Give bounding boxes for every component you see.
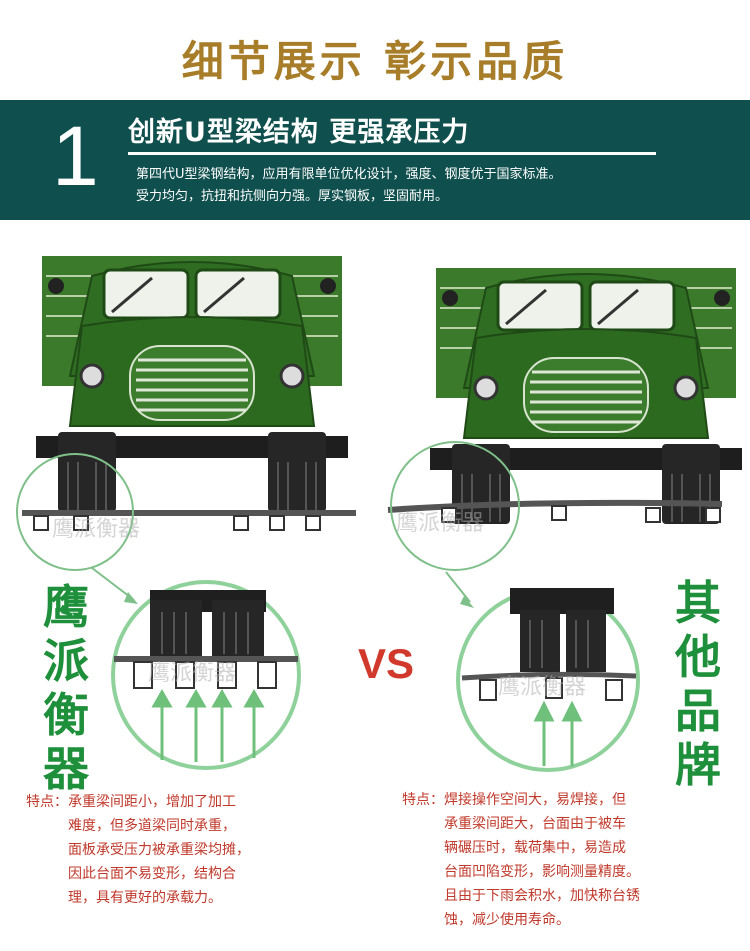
brand-char: 品 xyxy=(675,684,721,738)
right-force-arrows xyxy=(533,700,583,766)
brand-char: 器 xyxy=(43,742,89,796)
feature-banner: 1 创新U型梁结构 更强承压力 第四代U型梁钢结构，应用有限单位优化设计，强度、… xyxy=(0,100,750,220)
watermark-text: 鹰派衡器 xyxy=(396,511,484,536)
brand-char: 其 xyxy=(675,576,721,630)
feature-description: 第四代U型梁钢结构，应用有限单位优化设计，强度、钢度优于国家标准。 受力均匀，抗… xyxy=(136,164,562,208)
feature-line: 辆碾压时，载荷集中，易造成 xyxy=(444,840,626,856)
feature-line: 焊接操作空间大，易焊接，但 xyxy=(444,792,626,808)
watermark-text: 鹰派衡器 xyxy=(52,517,140,542)
feature-number: 1 xyxy=(52,109,99,203)
description-line: 第四代U型梁钢结构，应用有限单位优化设计，强度、钢度优于国家标准。 xyxy=(136,167,562,182)
feature-line: 蚀，减少使用寿命。 xyxy=(444,912,570,928)
left-force-arrows xyxy=(151,688,265,762)
feature-line: 难度，但多道梁同时承重， xyxy=(68,818,236,834)
feature-line: 面板承受压力被承重梁均摊， xyxy=(68,842,250,858)
brand-char: 鹰 xyxy=(43,580,89,634)
headline-underline xyxy=(128,152,656,155)
feature-line: 理，具有更好的承载力。 xyxy=(68,890,222,906)
vs-label: VS xyxy=(358,640,415,687)
feature-line: 承重梁间距小，增加了加工 xyxy=(68,794,236,810)
right-brand-label: 其 他 品 牌 xyxy=(670,576,726,792)
watermarks: 鹰派衡器 鹰派衡器 鹰派衡器 鹰派衡器 xyxy=(52,511,586,700)
feature-line: 承重梁间距大，台面由于被车 xyxy=(444,816,626,832)
feature-line: 台面凹陷变形，影响测量精度。 xyxy=(444,864,640,880)
feature-line: 因此台面不易变形，结构合 xyxy=(68,866,236,882)
right-support-beams xyxy=(441,505,721,523)
brand-char: 衡 xyxy=(43,688,89,742)
left-support-beams xyxy=(33,515,321,531)
brand-char: 派 xyxy=(43,634,89,688)
left-scale-deck xyxy=(22,510,356,516)
feature-label: 特点： xyxy=(402,792,444,808)
brand-char: 他 xyxy=(675,630,721,684)
left-detail-marker xyxy=(16,453,134,571)
right-feature-text: 特点： 焊接操作空间大，易焊接，但 承重梁间距大，台面由于被车 辆碾压时，载荷集… xyxy=(402,788,640,932)
left-brand-label: 鹰 派 衡 器 xyxy=(38,580,94,796)
brand-char: 牌 xyxy=(675,738,721,792)
feature-headline: 创新U型梁结构 更强承压力 xyxy=(128,117,470,148)
watermark-text: 鹰派衡器 xyxy=(498,675,586,700)
watermark-text: 鹰派衡器 xyxy=(148,661,236,686)
right-detail-marker xyxy=(390,441,520,571)
left-truck-illustration xyxy=(16,254,356,604)
page-title: 细节展示 彰示品质 xyxy=(181,37,569,86)
feature-label: 特点： xyxy=(26,794,68,810)
left-magnified-view xyxy=(111,580,301,770)
right-scale-deck xyxy=(387,499,723,513)
right-magnified-view xyxy=(456,588,640,772)
right-truck-illustration xyxy=(387,266,744,608)
description-line: 受力均匀，抗扭和抗侧向力强。厚实钢板，坚固耐用。 xyxy=(136,189,449,204)
left-feature-text: 特点： 承重梁间距小，增加了加工 难度，但多道梁同时承重， 面板承受压力被承重梁… xyxy=(26,790,250,910)
feature-line: 且由于下雨会积水，加快称台锈 xyxy=(444,888,640,904)
